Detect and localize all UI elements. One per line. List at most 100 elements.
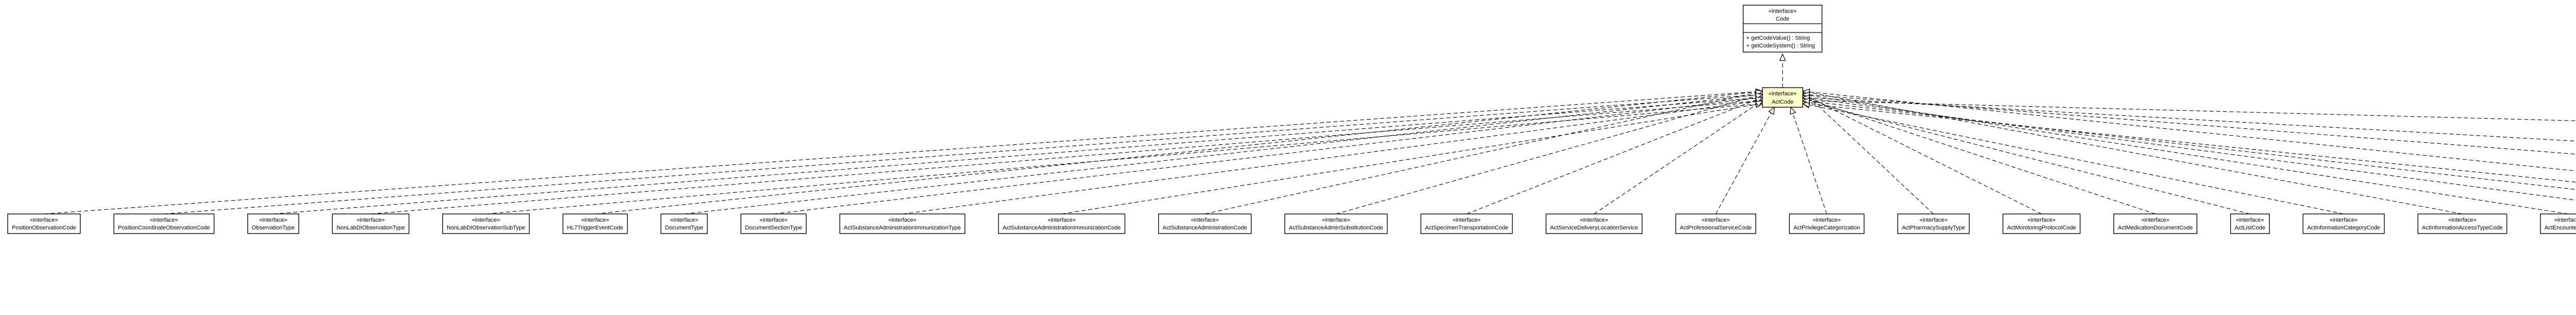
interface-name-label: ActServiceDeliveryLocationService — [1550, 225, 1638, 231]
interface-name-label: ActSubstanceAdministrationCode — [1163, 225, 1247, 231]
stereotype-label: «interface» — [759, 217, 787, 223]
realization-edge — [1803, 94, 2576, 155]
stereotype-label: «interface» — [1702, 217, 1730, 223]
realization-edge — [370, 101, 1762, 214]
interface-node: «interface» ActPharmacySupplyType — [1897, 213, 1970, 234]
realization-edge — [1594, 101, 1762, 214]
interface-name-label: ActMonitoringProtocolCode — [2007, 225, 2076, 231]
stereotype-label: «interface» — [1812, 217, 1840, 223]
node-box — [1675, 213, 1756, 234]
interface-name-label: ActSubstanceAdministrationImmunizationTy… — [844, 225, 961, 231]
stereotype-label: «interface» — [259, 217, 287, 223]
realization-edge — [1803, 101, 2576, 121]
interface-node: «interface»DocumentType — [660, 213, 708, 234]
realization-edge — [1336, 94, 1762, 214]
realization-edge — [1715, 107, 1774, 214]
interface-node: «interface»ActProfessionalServiceCode — [1675, 213, 1756, 234]
interface-node: «interface»NonLabDIObservationSubType — [442, 213, 530, 234]
stereotype-label: «interface» — [1769, 91, 1797, 97]
interface-name-label: ActSubstanceAdminSubstitutionCode — [1289, 225, 1383, 231]
stereotype-label: «interface» — [1452, 217, 1480, 223]
interface-node: «interface» HL7TriggerEventCode — [562, 213, 628, 234]
node-box — [1742, 5, 1823, 53]
interface-name-label: ActSubstanceAdministrationImmunizationCo… — [1003, 225, 1121, 231]
method-label: + getCodeValue() : String — [1747, 35, 1810, 41]
interface-name-label: DocumentSectionType — [745, 225, 802, 231]
interface-node: «interface» ActSpecimenTransportationCode — [1420, 213, 1513, 234]
interface-node: «interface»ObservationType — [247, 213, 299, 234]
node-box — [839, 213, 965, 234]
connector-layer — [44, 54, 2576, 214]
node-box — [7, 213, 81, 234]
node-box — [247, 213, 299, 234]
stereotype-label: «interface» — [581, 217, 609, 223]
stereotype-label: «interface» — [888, 217, 916, 223]
stereotype-label: «interface» — [2554, 217, 2576, 223]
interface-node: «interface»ActMedicationDocumentCode — [2113, 213, 2197, 234]
node-box — [1762, 87, 1803, 108]
interface-name-label: Code — [1776, 16, 1789, 22]
central-actcode-interface-node: «interface» ActCode — [1762, 87, 1803, 108]
realization-edge — [684, 94, 1762, 214]
interface-name-label: NonLabDIObservationType — [336, 225, 405, 231]
realization-edge — [1803, 91, 1934, 214]
node-box — [562, 213, 628, 234]
stereotype-label: «interface» — [357, 217, 384, 223]
interface-node: «interface»ActInformationAccessTypeCode — [2417, 213, 2507, 234]
stereotype-label: «interface» — [472, 217, 500, 223]
realization-edge — [1803, 97, 2576, 201]
stereotype-label: «interface» — [1322, 217, 1350, 223]
stereotype-label: «interface» — [1920, 217, 1947, 223]
node-box — [740, 213, 807, 234]
realization-edge — [1466, 97, 1762, 214]
node-box — [1897, 213, 1970, 234]
interface-node: «interface» NonLabDIObservationType — [332, 213, 410, 234]
node-box — [2302, 213, 2385, 234]
interface-node: «interface»PositionObservationCode — [7, 213, 81, 234]
interface-name-label: ActPharmacySupplyType — [1902, 225, 1965, 231]
interface-node: «interface» ActSubstanceAdministrationImm… — [839, 213, 965, 234]
realization-edge — [1803, 97, 2156, 214]
node-box — [332, 213, 410, 234]
stereotype-label: «interface» — [2236, 217, 2264, 223]
interface-name-label: HL7TriggerEventCode — [567, 225, 623, 231]
realization-edge — [44, 91, 1762, 214]
realization-edge — [773, 97, 1762, 214]
stereotype-label: «interface» — [2027, 217, 2055, 223]
stereotype-label: «interface» — [1769, 8, 1797, 14]
realization-edge — [1803, 104, 2576, 183]
node-box — [113, 213, 215, 234]
realization-edge — [595, 91, 1762, 214]
node-box — [2540, 213, 2576, 234]
node-box — [442, 213, 530, 234]
node-box — [660, 213, 708, 234]
interface-node: «interface» ActMonitoringProtocolCode — [2002, 213, 2081, 234]
node-layer: «interface» Code + getCodeValue() : String… — [7, 5, 2576, 234]
interface-name-label: ActPrivilegeCategorization — [1793, 225, 1860, 231]
interface-name-label: PositionCoordinateObservationCode — [118, 225, 210, 231]
node-box — [1158, 213, 1252, 234]
stereotype-label: «interface» — [670, 217, 698, 223]
node-box — [998, 213, 1126, 234]
interface-name-label: ActCode — [1772, 99, 1793, 105]
interface-name-label: ActMedicationDocumentCode — [2118, 225, 2193, 231]
realization-edge — [902, 101, 1762, 214]
realization-edge — [1803, 97, 2576, 142]
realization-edge — [1205, 91, 1762, 214]
realization-edge — [164, 94, 1762, 214]
realization-edge — [1803, 94, 2569, 214]
stereotype-label: «interface» — [1048, 217, 1076, 223]
node-box — [1546, 213, 1643, 234]
node-box — [2113, 213, 2197, 234]
stereotype-label: «interface» — [30, 217, 58, 223]
node-box — [1284, 213, 1388, 234]
interface-code-node: «interface» Code + getCodeValue() : String… — [1742, 5, 1823, 53]
interface-node: «interface»ActInformationCategoryCode — [2302, 213, 2385, 234]
realization-edge — [1803, 94, 2042, 214]
realization-edge — [1791, 107, 1827, 214]
interface-node: «interface» ActSubstanceAdminSubstitution… — [1284, 213, 1388, 234]
interface-node: «interface»ActListCode — [2230, 213, 2270, 234]
interface-node: «interface» ActPrivilegeCategorization — [1789, 213, 1865, 234]
interface-name-label: ActSpecimenTransportationCode — [1425, 225, 1509, 231]
